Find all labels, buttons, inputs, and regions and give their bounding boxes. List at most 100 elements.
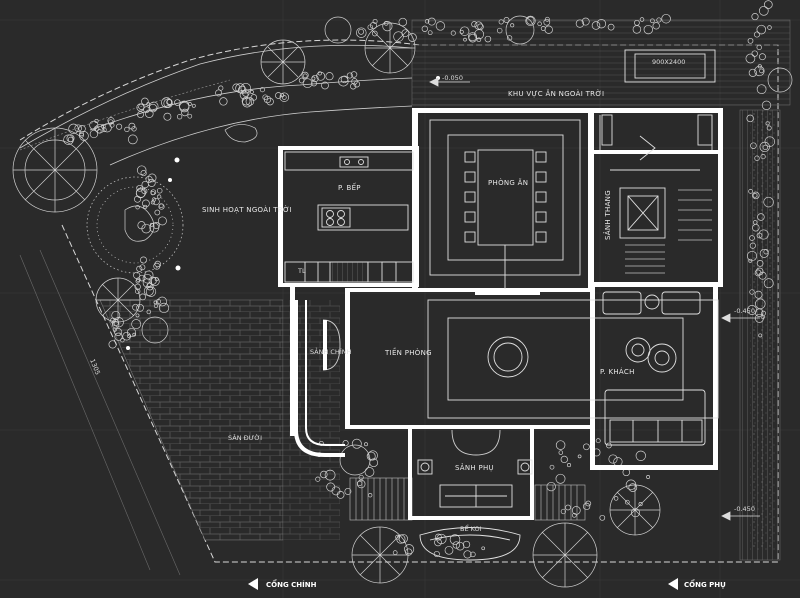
shrub (756, 44, 762, 51)
shrub (346, 72, 353, 79)
shrub (241, 96, 251, 106)
shrub (311, 76, 316, 81)
shrub (136, 303, 144, 312)
shrub (560, 508, 567, 515)
shrub (537, 21, 542, 27)
outdoor-deck (411, 19, 791, 561)
shrub (758, 271, 767, 280)
label-outdoor-living: SINH HOẠT NGOÀI TRỜI (202, 205, 292, 214)
shrub (463, 550, 472, 559)
shrub (606, 442, 612, 449)
shrub (543, 18, 551, 26)
shrub (408, 33, 417, 42)
shrub (558, 450, 564, 455)
shrub (266, 97, 274, 106)
shrub (114, 332, 123, 341)
shrub (338, 75, 349, 87)
shrub (128, 122, 136, 130)
shrub (232, 83, 241, 92)
shrub (767, 25, 772, 30)
shrub (462, 540, 471, 549)
shrub (638, 502, 643, 507)
shrub (555, 473, 566, 484)
shrub (112, 321, 120, 329)
shrub (89, 129, 99, 139)
shrub (364, 442, 368, 447)
shrub (150, 189, 157, 196)
shrub (140, 170, 147, 177)
shrub (135, 187, 147, 198)
shrub (481, 546, 486, 551)
shrub (321, 81, 329, 90)
shrub (141, 188, 148, 195)
shrub (496, 27, 503, 34)
shrub (427, 30, 433, 36)
shrub (89, 120, 99, 130)
shrub (591, 21, 601, 30)
shrub (595, 438, 601, 444)
level-markers (429, 77, 760, 521)
shrub (650, 18, 655, 24)
shrub (476, 37, 482, 43)
shrub (455, 541, 465, 551)
shrub (147, 178, 156, 187)
shrub (756, 84, 767, 95)
shrub (463, 37, 467, 42)
shrub (757, 213, 765, 221)
shrub (139, 264, 146, 271)
shrub (596, 19, 607, 29)
shrub (262, 94, 268, 100)
window-bar (475, 289, 540, 295)
shrub (498, 19, 504, 25)
shrub (108, 340, 117, 349)
shrub (661, 13, 671, 24)
shrub (315, 476, 321, 482)
label-main-gate: CỔNG CHÍNH (266, 579, 317, 589)
shrub (187, 113, 193, 119)
shrub (749, 289, 755, 295)
shrub (324, 469, 336, 481)
shrub (302, 78, 313, 89)
shrub (154, 260, 161, 268)
shrub (157, 296, 168, 307)
building-walls (278, 108, 723, 520)
shrub (358, 28, 365, 35)
shrub (652, 22, 660, 30)
shrub (754, 290, 763, 299)
shrub (280, 93, 285, 98)
shrub (763, 278, 774, 289)
gate-arrows (248, 578, 678, 590)
planter-strips (349, 477, 586, 521)
shrub (750, 142, 757, 149)
shrub (215, 89, 223, 97)
shrub (154, 209, 161, 216)
shrub (249, 90, 254, 94)
shrub (158, 302, 170, 314)
shrub (356, 480, 363, 487)
shrub (94, 123, 105, 134)
shrub (760, 314, 766, 320)
shrub (371, 30, 378, 37)
shrub (350, 71, 358, 78)
vegetation (63, 0, 776, 559)
shrub (421, 25, 428, 32)
shrub (754, 155, 760, 161)
stair-elevator (599, 114, 713, 274)
shrub (107, 117, 115, 125)
shrub (134, 195, 141, 203)
shrub (643, 24, 653, 35)
shrub (163, 112, 172, 121)
shrub (546, 481, 556, 492)
shrub (68, 123, 79, 134)
shrub (444, 545, 454, 555)
label-stair: SẢNH THANG (603, 190, 612, 240)
shrub (526, 16, 535, 25)
shrub (124, 126, 130, 133)
label-entry-hall: TIỀN PHÒNG (384, 347, 432, 357)
shrub (392, 550, 398, 555)
shrub (755, 267, 764, 276)
shrub (544, 16, 550, 22)
shrub (434, 538, 442, 547)
shrub (181, 108, 189, 117)
shrub (136, 277, 141, 282)
